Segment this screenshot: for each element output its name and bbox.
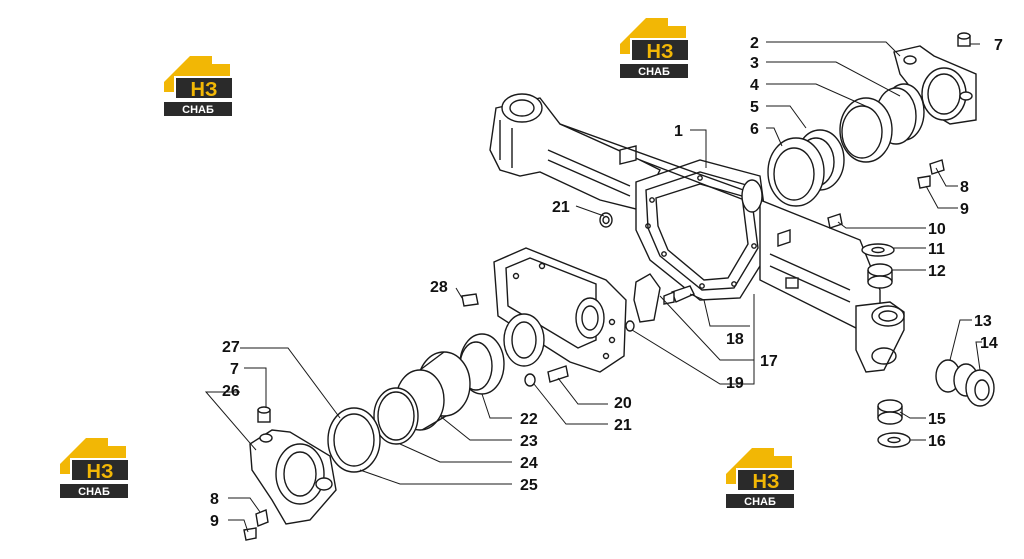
callout-16: 16	[928, 433, 946, 450]
callout-17: 17	[760, 353, 778, 370]
callout-6: 6	[750, 121, 759, 138]
logo-brand: СНАБ	[182, 104, 214, 116]
callout-20: 20	[614, 395, 632, 412]
logo-brand: СНАБ	[78, 486, 110, 498]
callout-19: 19	[726, 375, 744, 392]
callout-18: 18	[726, 331, 744, 348]
carrier-assembly	[243, 247, 695, 541]
callout-24: 24	[520, 455, 538, 472]
callout-3: 3	[750, 55, 759, 72]
callout-26: 26	[222, 383, 240, 400]
callout-14: 14	[980, 335, 998, 352]
logo-top-left: НЗ СНАБ	[164, 56, 232, 116]
logo-mark: НЗ	[647, 41, 674, 63]
logo-brand: СНАБ	[638, 66, 670, 78]
callout-11: 11	[928, 241, 945, 258]
callout-10: 10	[928, 221, 946, 238]
callout-21-lower: 21	[614, 417, 632, 434]
callout-2: 2	[750, 35, 759, 52]
callouts: 1 2 3 4 5 6 7 8 9 10 11 12 13 14 15 16 1…	[210, 35, 1003, 530]
callout-4: 4	[750, 77, 759, 94]
logo-bottom-right: НЗ СНАБ	[726, 448, 794, 508]
callout-15: 15	[928, 411, 946, 428]
callout-12: 12	[928, 263, 946, 280]
logo-brand: СНАБ	[744, 496, 776, 508]
logo-bottom-left: НЗ СНАБ	[60, 438, 128, 498]
axle-housing	[489, 93, 905, 373]
callout-8: 8	[960, 179, 969, 196]
callout-5: 5	[750, 99, 759, 116]
callout-9: 9	[960, 201, 969, 218]
right-bracket-assembly	[599, 32, 995, 448]
callout-21-upper: 21	[552, 199, 570, 216]
logo-mark: НЗ	[191, 79, 218, 101]
leader-lines	[204, 41, 982, 533]
callout-7: 7	[994, 37, 1003, 54]
callout-25: 25	[520, 477, 538, 494]
callout-28: 28	[430, 279, 448, 296]
callout-9-lower: 9	[210, 513, 219, 530]
logo-top-center: НЗ СНАБ	[620, 18, 688, 78]
callout-1: 1	[674, 123, 683, 140]
callout-27: 27	[222, 339, 240, 356]
callout-23: 23	[520, 433, 538, 450]
callout-22: 22	[520, 411, 538, 428]
callout-13: 13	[974, 313, 992, 330]
callout-7-lower: 7	[230, 361, 239, 378]
logo-mark: НЗ	[87, 461, 114, 483]
logo-mark: НЗ	[753, 471, 780, 493]
callout-8-lower: 8	[210, 491, 219, 508]
